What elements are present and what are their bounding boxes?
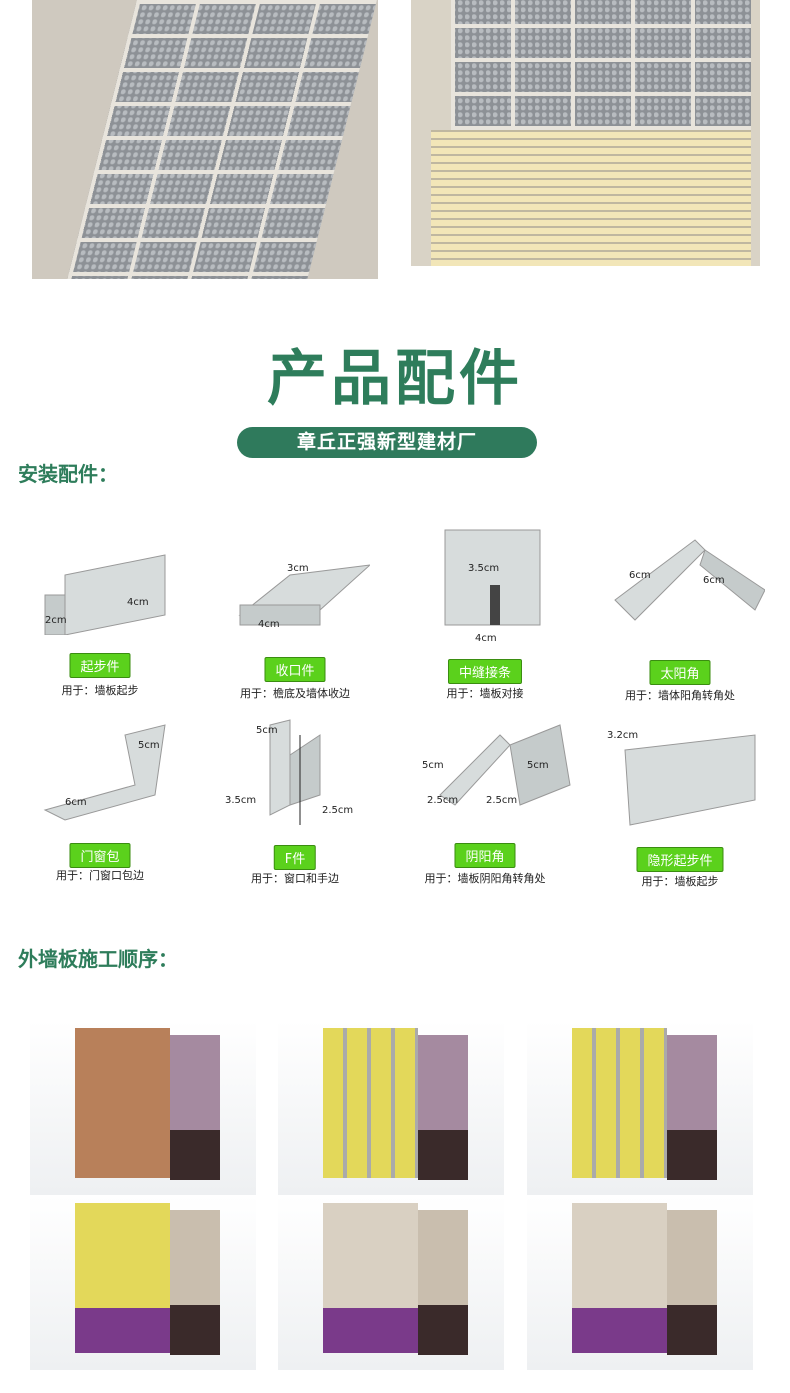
accessory-label: 隐形起步件 xyxy=(636,847,724,872)
accessory-label: 太阳角 xyxy=(649,660,711,685)
accessory-fjian: 5cm 3.5cm 2.5cm F件 用于：窗口和手边 xyxy=(200,715,390,885)
accessory-zhongfengjietiao: 3.5cm 4cm 中缝接条 用于：墙板对接 xyxy=(390,525,580,700)
accessory-usage: 用于：窗口和手边 xyxy=(251,872,339,885)
accessory-qibujian: 2cm 4cm 起步件 用于：墙板起步 xyxy=(5,535,195,705)
edge-trim-icon xyxy=(238,564,370,626)
construction-step-5-image xyxy=(278,1195,504,1370)
accessory-label: 收口件 xyxy=(264,657,326,682)
inner-outer-corner-icon xyxy=(439,724,571,806)
construction-step-1-image xyxy=(30,1020,256,1195)
accessory-label: F件 xyxy=(273,845,317,870)
f-trim-icon xyxy=(269,719,321,825)
accessory-label: 起步件 xyxy=(69,653,131,678)
accessory-usage: 用于：墙板起步 xyxy=(641,875,719,888)
window-trim-icon xyxy=(43,724,166,821)
construction-step-3-image xyxy=(527,1020,753,1195)
accessory-yinyangjiao: 5cm 5cm 2.5cm 2.5cm 阴阳角 用于：墙板阴阳角转角处 xyxy=(390,715,580,885)
accessory-usage: 用于：墙体阳角转角处 xyxy=(625,689,735,702)
joint-strip-icon xyxy=(444,529,541,626)
accessory-usage: 用于：墙板起步 xyxy=(61,684,139,697)
accessory-usage: 用于：门窗口包边 xyxy=(56,869,144,882)
accessory-usage: 用于：墙板阴阳角转角处 xyxy=(424,872,546,885)
accessory-taiyangjiao: 6cm 6cm 太阳角 用于：墙体阳角转角处 xyxy=(585,530,775,702)
construction-step-2-image xyxy=(278,1020,504,1195)
hidden-starter-icon xyxy=(624,734,756,826)
construction-step-4-image xyxy=(30,1195,256,1370)
product-photo-panels-closeup xyxy=(411,0,760,266)
company-badge: 章丘正强新型建材厂 xyxy=(237,427,537,458)
starter-strip-icon xyxy=(44,554,166,635)
page-title: 产品配件 xyxy=(267,344,523,414)
outer-corner-icon xyxy=(614,539,765,621)
accessory-label: 阴阳角 xyxy=(454,843,516,868)
accessory-usage: 用于：墙板对接 xyxy=(446,687,524,700)
install-section-heading: 安装配件： xyxy=(18,462,118,486)
product-photo-panels-stack xyxy=(32,0,378,279)
accessory-menchuangbao: 6cm 5cm 门窗包 用于：门窗口包边 xyxy=(5,715,195,885)
construction-step-6-image xyxy=(527,1195,753,1370)
construction-section-heading: 外墙板施工顺序： xyxy=(18,947,178,971)
accessory-label: 中缝接条 xyxy=(447,659,523,684)
accessory-label: 门窗包 xyxy=(69,843,131,868)
accessory-shoukoujian: 3cm 4cm 收口件 用于：檐底及墙体收边 xyxy=(200,535,390,705)
accessory-yinxingqibujian: 3.2cm 隐形起步件 用于：墙板起步 xyxy=(585,720,775,890)
accessory-usage: 用于：檐底及墙体收边 xyxy=(240,687,350,700)
